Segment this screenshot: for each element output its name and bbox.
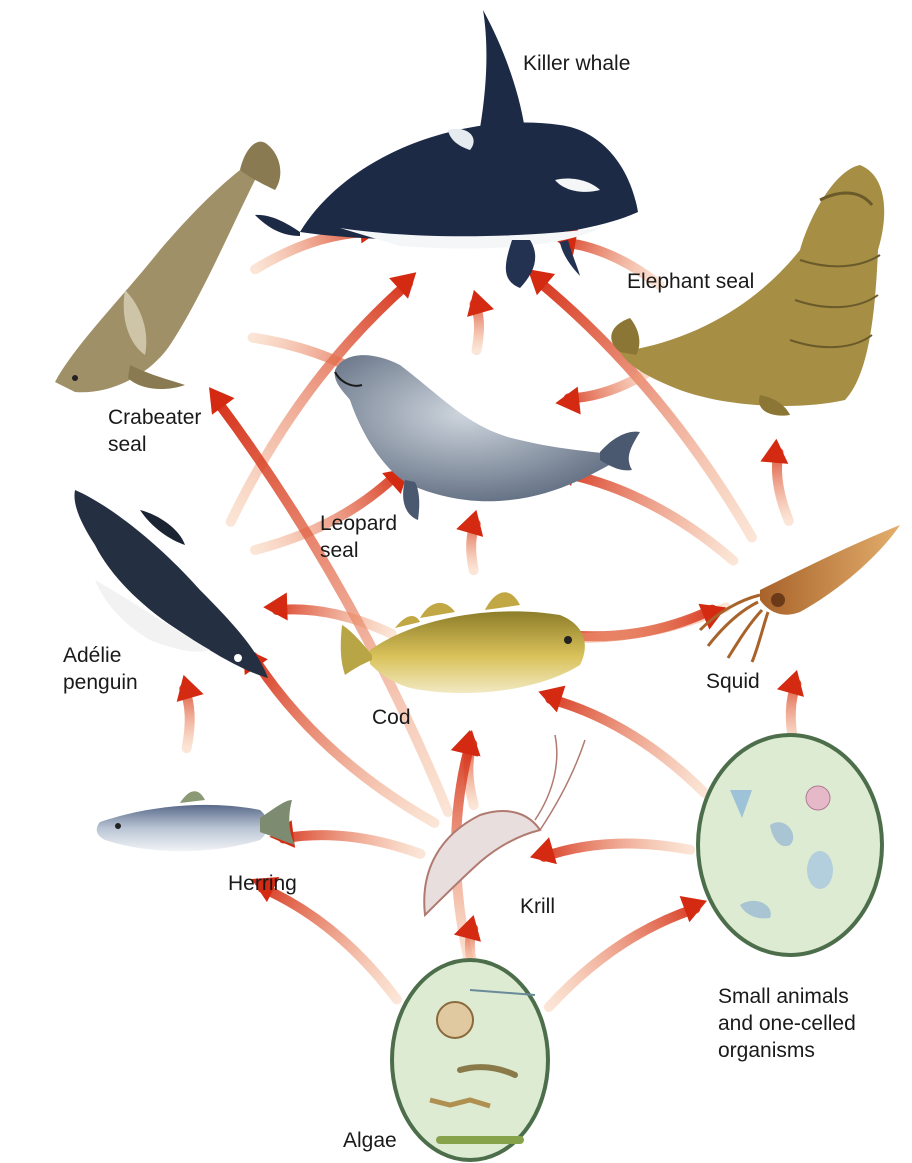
arrow-elephant-seal-to-leopard-seal: [555, 367, 656, 414]
label-line: penguin: [63, 669, 138, 696]
squid-illustration: [700, 525, 900, 662]
label-algae: Algae: [343, 1127, 397, 1154]
label-line: Small animals: [718, 983, 856, 1010]
arrow-algae-to-small-animals: [549, 896, 707, 1007]
label-cod: Cod: [372, 704, 411, 731]
label-line: Squid: [706, 668, 760, 695]
label-line: seal: [320, 537, 397, 564]
label-squid: Squid: [706, 668, 760, 695]
arrow-cod-to-adelie-penguin: [263, 592, 391, 633]
label-line: Algae: [343, 1127, 397, 1154]
label-line: Elephant seal: [627, 268, 754, 295]
label-line: Crabeater: [108, 404, 201, 431]
algae-circle: [392, 960, 548, 1160]
label-line: seal: [108, 431, 201, 458]
label-killer-whale: Killer whale: [523, 50, 630, 77]
small-animals-circle: [698, 735, 882, 955]
arrow-squid-to-elephant-seal: [760, 439, 788, 521]
label-line: Adélie: [63, 642, 138, 669]
label-line: organisms: [718, 1037, 856, 1064]
label-line: Cod: [372, 704, 411, 731]
arrow-small-animals-to-krill: [530, 837, 690, 864]
label-line: Killer whale: [523, 50, 630, 77]
label-line: Krill: [520, 893, 555, 920]
crabeater-seal-illustration: [55, 142, 280, 393]
arrow-leopard-seal-to-killer-whale: [467, 290, 494, 350]
arrow-krill-to-herring: [270, 820, 421, 854]
krill-illustration: [424, 735, 585, 915]
label-herring: Herring: [228, 870, 297, 897]
label-line: Herring: [228, 870, 297, 897]
arrow-small-animals-to-cod: [538, 686, 704, 793]
arrow-cod-to-leopard-seal: [456, 510, 483, 570]
cod-illustration: [341, 592, 585, 693]
arrow-herring-to-adelie-penguin: [177, 675, 204, 748]
label-line: and one-celled: [718, 1010, 856, 1037]
herring-illustration: [97, 791, 295, 851]
label-elephant-seal: Elephant seal: [627, 268, 754, 295]
label-line: Leopard: [320, 510, 397, 537]
label-krill: Krill: [520, 893, 555, 920]
